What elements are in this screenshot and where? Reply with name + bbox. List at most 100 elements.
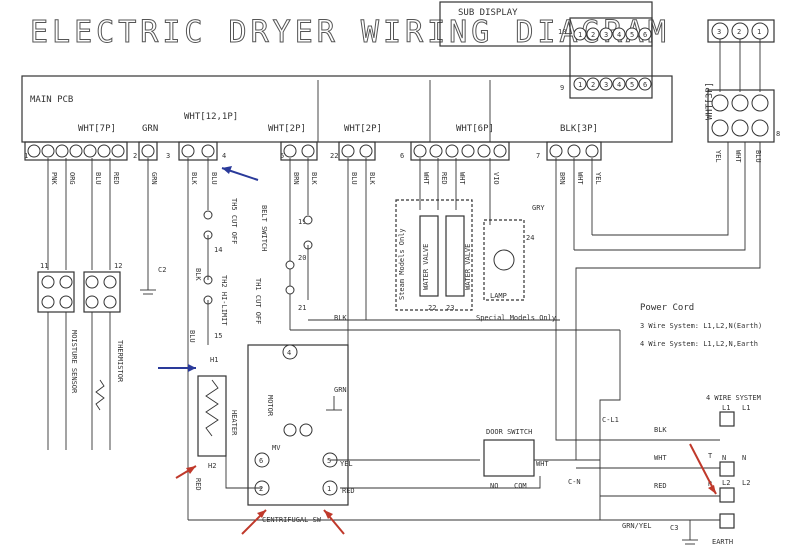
svg-text:GRN/YEL: GRN/YEL <box>622 522 652 530</box>
th2-label: TH2 HI-LIMIT <box>220 275 228 326</box>
svg-text:BLU: BLU <box>188 330 196 343</box>
svg-text:4: 4 <box>287 349 291 357</box>
svg-text:MV: MV <box>272 444 281 452</box>
sub-display-pin-label: 3 <box>604 81 608 89</box>
steam-models-label: Steam Models Only <box>398 228 406 300</box>
sub-display-pin <box>573 77 587 91</box>
node-5: 5 <box>280 152 284 160</box>
svg-text:WHT: WHT <box>654 454 667 462</box>
sub-display-connector <box>569 17 653 99</box>
pcb-pin <box>549 144 563 158</box>
svg-text:H2: H2 <box>208 462 216 470</box>
pcb-pin <box>413 144 427 158</box>
svg-text:N: N <box>742 454 746 462</box>
svg-text:L1: L1 <box>722 404 730 412</box>
sub-display-pin-label: 1 <box>578 81 582 89</box>
svg-text:YEL: YEL <box>714 150 722 163</box>
svg-text:WHT: WHT <box>576 172 584 185</box>
svg-text:BLK: BLK <box>190 172 198 185</box>
svg-text:NO: NO <box>490 482 498 490</box>
diagram-title: ELECTRIC DRYER WIRING DIAGRAM <box>30 15 670 50</box>
svg-text:BLU: BLU <box>350 172 358 185</box>
sub-display-pin <box>573 27 587 41</box>
svg-text:5: 5 <box>327 457 331 465</box>
svg-text:14: 14 <box>214 246 222 254</box>
svg-text:21: 21 <box>298 304 306 312</box>
connector-wht12-1p: WHT[12,1P] <box>184 112 238 122</box>
connector-wht2p-b: WHT[2P] <box>344 124 382 134</box>
svg-text:BRN: BRN <box>292 172 300 185</box>
wire-color-labels: PNK ORG BLU RED GRN BLK BLU BRN BLK BLU … <box>50 150 762 491</box>
node-6: 6 <box>400 152 404 160</box>
sub-display-pin-label: 3 <box>604 31 608 39</box>
node-1: 1 <box>24 152 28 160</box>
svg-text:BLK: BLK <box>654 426 667 434</box>
svg-text:RED: RED <box>112 172 120 185</box>
power-cord-title: Power Cord <box>640 303 694 313</box>
main-pcb-label: MAIN PCB <box>30 95 73 105</box>
sub-display-pin <box>599 77 613 91</box>
svg-text:YEL: YEL <box>340 460 353 468</box>
pcb-pin <box>283 144 297 158</box>
connector-wht6p: WHT[6P] <box>456 124 494 134</box>
svg-text:WHT: WHT <box>536 460 549 468</box>
water-valves: Steam Models Only WATER VALVE WATER VALV… <box>395 199 473 312</box>
sub-display-pin-label: 4 <box>617 81 621 89</box>
th1-label: TH1 CUT OFF <box>254 278 262 324</box>
pcb-connector-block <box>410 141 510 161</box>
thermistor-label: THERMISTOR <box>116 340 124 383</box>
sub-display-pin <box>599 27 613 41</box>
motor: 4 MOTOR MV 6 5 YEL 2 1 RED CENTRIFUGAL S… <box>247 344 355 524</box>
svg-text:3: 3 <box>717 28 721 36</box>
svg-text:C-L1: C-L1 <box>602 416 619 424</box>
door-switch-label: DOOR SWITCH <box>486 428 532 436</box>
sub-display-pin-label: 6 <box>643 81 647 89</box>
connector-wht3p: WHT[3P] <box>705 82 715 120</box>
svg-text:T: T <box>708 452 713 460</box>
svg-text:GRY: GRY <box>532 204 545 212</box>
svg-text:BLU: BLU <box>210 172 218 185</box>
pcb-pin <box>445 144 459 158</box>
power-cord: Power Cord 3 Wire System: L1,L2,N(Earth)… <box>622 303 762 546</box>
svg-text:22: 22 <box>428 304 436 312</box>
svg-text:2: 2 <box>259 485 263 493</box>
sub-display-pin-label: 2 <box>591 31 595 39</box>
pcb-pin <box>69 144 83 158</box>
lamp: LAMP 24 Special Models Only <box>476 219 556 322</box>
pcb-connector-block <box>178 141 218 161</box>
svg-text:BLK: BLK <box>334 314 347 322</box>
svg-text:19: 19 <box>298 218 306 226</box>
power-cord-line2: 4 Wire System: L1,L2,N,Earth <box>640 340 758 348</box>
node-4: 4 <box>222 152 226 160</box>
red-arrow-4 <box>689 443 717 495</box>
water-valve-1-label: WATER VALVE <box>422 244 430 290</box>
sub-display-n10: 10 <box>558 28 566 36</box>
water-valve-2-label: WATER VALVE <box>464 244 472 290</box>
svg-text:BLU: BLU <box>94 172 102 185</box>
svg-text:RED: RED <box>654 482 667 490</box>
svg-text:24: 24 <box>526 234 534 242</box>
pcb-pin <box>429 144 443 158</box>
sensor-connectors: 11 12 MOISTURE SENSOR THERMISTOR C2 <box>37 262 166 450</box>
sub-display-pin <box>586 27 600 41</box>
pcb-connector-block <box>24 141 128 161</box>
sub-display-pin-label: 5 <box>630 31 634 39</box>
pcb-pin <box>301 144 315 158</box>
pcb-pin <box>359 144 373 158</box>
pcb-connector-block <box>280 141 318 161</box>
svg-text:L2: L2 <box>722 479 730 487</box>
sub-display-pin-label: 1 <box>578 31 582 39</box>
svg-text:L2: L2 <box>742 479 750 487</box>
sub-display-n9: 9 <box>560 84 564 92</box>
heater: H1 HEATER H2 <box>197 356 238 470</box>
svg-text:C3: C3 <box>670 524 678 532</box>
svg-text:BLU: BLU <box>754 150 762 163</box>
svg-text:GRN: GRN <box>150 172 158 185</box>
sub-display-pin <box>612 77 626 91</box>
svg-text:RED: RED <box>194 478 202 491</box>
pcb-connector-block <box>338 141 376 161</box>
special-models-label: Special Models Only <box>476 314 556 322</box>
earth-label: EARTH <box>712 538 733 546</box>
svg-text:15: 15 <box>214 332 222 340</box>
